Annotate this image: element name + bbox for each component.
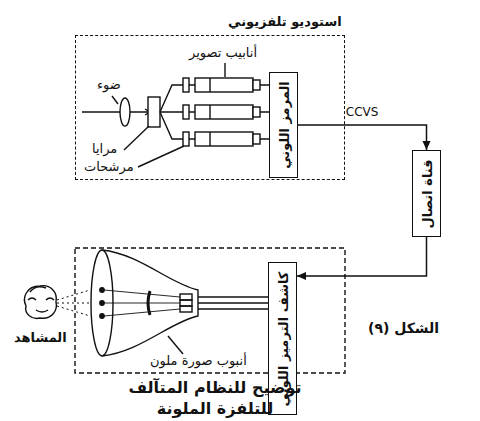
- signal-connector: [297, 237, 427, 276]
- encoder-box: المرمز اللوني: [269, 72, 298, 178]
- box-heading: استوديو تلفزيوني: [228, 14, 342, 29]
- lens-symbol: [120, 98, 130, 126]
- mirror-block: [148, 97, 160, 127]
- camera-tubes: [195, 78, 270, 146]
- figure-caption: الشكل (٩): [368, 320, 439, 336]
- split-rays: [160, 85, 183, 139]
- camera-tubes-label: أنابيب تصوير: [189, 45, 257, 60]
- signal-label: CCVS: [346, 105, 379, 119]
- receiver-housing: [75, 248, 345, 373]
- leader-line: [112, 96, 118, 104]
- box-label: قناة اتصال: [419, 159, 434, 228]
- viewer-label: المشاهد: [14, 330, 67, 345]
- figure-title: توضيح للنظام المتآلف للتلفزة الملونة: [115, 378, 315, 420]
- channel-box: قناة اتصال: [412, 150, 441, 237]
- signal-connector: [298, 125, 427, 150]
- light-ray: [82, 111, 150, 112]
- picture-tube-label: أنبوب صورة ملون: [150, 353, 247, 368]
- light-label: ضوء: [97, 77, 121, 92]
- leader-line: [224, 63, 225, 77]
- viewer-figure: [25, 286, 90, 319]
- mirrors-label: مرايا: [92, 141, 117, 156]
- color-picture-tube: [91, 250, 268, 356]
- leader-line: [138, 146, 184, 167]
- box-label: المرمز اللوني: [276, 81, 291, 169]
- leader-line: [168, 336, 183, 354]
- filters-label: مرشحات: [84, 159, 134, 174]
- leader-line: [124, 126, 149, 150]
- filters: [183, 78, 195, 146]
